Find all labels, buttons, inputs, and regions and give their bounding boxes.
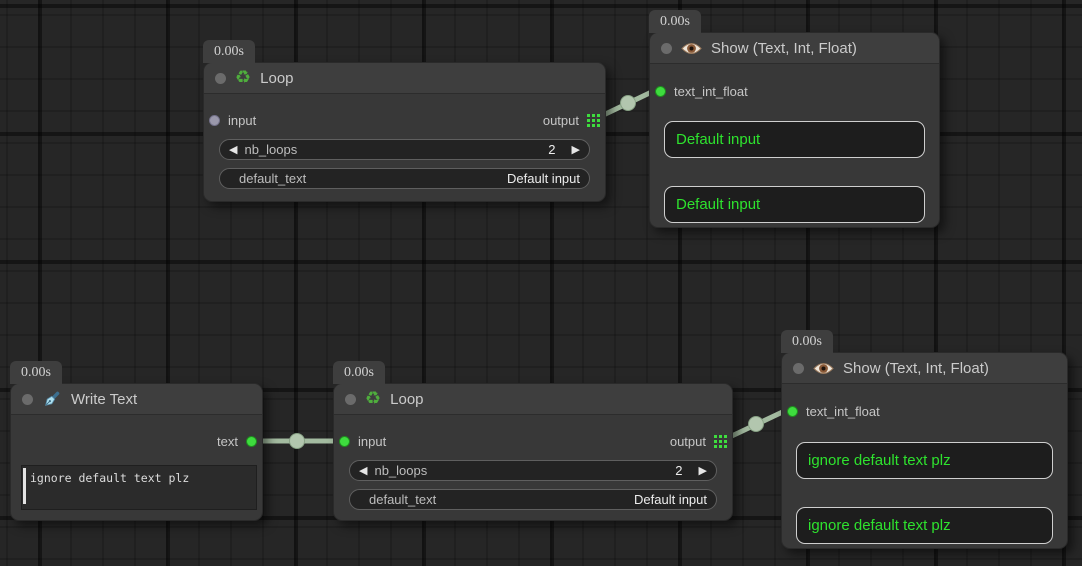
widget-label: nb_loops xyxy=(244,142,298,157)
execution-time-badge: 0.00s xyxy=(203,40,255,63)
decrement-arrow-icon[interactable]: ◀ xyxy=(359,464,368,477)
execution-time-badge: 0.00s xyxy=(333,361,385,384)
nb-loops-widget[interactable]: ◀ nb_loops 2 ▶ xyxy=(219,139,590,160)
widget-value: 2 xyxy=(548,142,556,157)
input-slot-dot[interactable] xyxy=(787,405,798,417)
input-slot[interactable]: text_int_float xyxy=(787,404,880,419)
widget-value: Default input xyxy=(634,492,707,507)
execution-time-badge: 0.00s xyxy=(10,361,62,384)
collapse-dot[interactable] xyxy=(793,362,804,374)
widget-value: Default input xyxy=(507,171,580,186)
collapse-dot[interactable] xyxy=(661,42,672,54)
pen-icon xyxy=(45,391,60,406)
node-title: Loop xyxy=(390,390,424,408)
node-show-top[interactable]: 0.00s Show (Text, Int, Float) text_int_f… xyxy=(649,10,940,228)
text-caret xyxy=(23,468,26,504)
input-slot[interactable]: text_int_float xyxy=(655,84,748,99)
multi-output-grid-icon[interactable] xyxy=(714,434,727,448)
slot-row: text_int_float xyxy=(650,80,939,102)
execution-time-badge: 0.00s xyxy=(649,10,701,33)
widget-label: nb_loops xyxy=(374,463,428,478)
output-slot[interactable]: output xyxy=(543,113,600,128)
link-midpoint-dot xyxy=(289,433,305,449)
node-loop-top[interactable]: 0.00s ♻ Loop input output ◀ nb_loops 2 ▶… xyxy=(203,40,606,202)
multi-output-grid-icon[interactable] xyxy=(587,113,600,127)
input-slot[interactable]: input xyxy=(339,434,386,449)
collapse-dot[interactable] xyxy=(215,72,226,84)
text-display-box[interactable]: ignore default text plz xyxy=(796,442,1053,479)
node-titlebar[interactable]: ♻ Loop xyxy=(204,63,605,94)
node-loop-bottom[interactable]: 0.00s ♻ Loop input output ◀ nb_loops 2 ▶… xyxy=(333,361,733,521)
collapse-dot[interactable] xyxy=(345,393,356,405)
input-slot-label: text_int_float xyxy=(806,403,880,419)
output-slot-label: output xyxy=(542,112,579,128)
default-text-widget[interactable]: default_text Default input xyxy=(349,489,717,510)
link-midpoint-dot xyxy=(620,95,636,111)
text-input-value: ignore default text plz xyxy=(30,471,190,485)
text-display-box[interactable]: Default input xyxy=(664,186,925,223)
text-display-box[interactable]: ignore default text plz xyxy=(796,507,1053,544)
slot-row: text_int_float xyxy=(782,400,1067,422)
input-slot-dot[interactable] xyxy=(655,85,666,97)
slot-row: input output xyxy=(334,430,732,452)
default-text-widget[interactable]: default_text Default input xyxy=(219,168,590,189)
node-title: Write Text xyxy=(71,390,138,408)
increment-arrow-icon[interactable]: ▶ xyxy=(698,464,707,477)
nb-loops-widget[interactable]: ◀ nb_loops 2 ▶ xyxy=(349,460,717,481)
node-titlebar[interactable]: Show (Text, Int, Float) xyxy=(782,353,1067,384)
input-slot-label: text_int_float xyxy=(674,83,748,99)
widget-label: default_text xyxy=(239,171,307,186)
node-title: Show (Text, Int, Float) xyxy=(843,359,989,377)
link-midpoint-dot xyxy=(748,416,764,432)
input-slot-label: input xyxy=(358,433,387,449)
widget-label: default_text xyxy=(369,492,437,507)
node-write-text[interactable]: 0.00s Write Text text ignore default tex… xyxy=(10,361,263,521)
node-titlebar[interactable]: Write Text xyxy=(11,384,262,415)
node-titlebar[interactable]: Show (Text, Int, Float) xyxy=(650,33,939,64)
text-display-box[interactable]: Default input xyxy=(664,121,925,158)
text-input-area[interactable]: ignore default text plz xyxy=(21,465,257,510)
output-slot[interactable]: text xyxy=(11,431,262,451)
eye-icon xyxy=(813,362,834,374)
execution-time-badge: 0.00s xyxy=(781,330,833,353)
input-slot-dot[interactable] xyxy=(339,435,350,447)
decrement-arrow-icon[interactable]: ◀ xyxy=(229,143,238,156)
output-slot[interactable]: output xyxy=(670,434,727,449)
input-slot[interactable]: input xyxy=(209,113,256,128)
collapse-dot[interactable] xyxy=(22,393,33,405)
output-slot-label: output xyxy=(669,433,706,449)
eye-icon xyxy=(681,42,702,54)
increment-arrow-icon[interactable]: ▶ xyxy=(571,143,580,156)
input-slot-dot[interactable] xyxy=(209,114,220,126)
output-slot-label: text xyxy=(217,433,238,449)
widget-value: 2 xyxy=(675,463,683,478)
slot-row: input output xyxy=(204,109,605,131)
input-slot-label: input xyxy=(228,112,257,128)
node-title: Loop xyxy=(260,69,294,87)
node-show-bottom[interactable]: 0.00s Show (Text, Int, Float) text_int_f… xyxy=(781,330,1068,549)
node-titlebar[interactable]: ♻ Loop xyxy=(334,384,732,415)
recycle-icon: ♻ xyxy=(235,67,252,88)
output-slot-dot[interactable] xyxy=(246,435,257,447)
recycle-icon: ♻ xyxy=(365,388,382,409)
node-title: Show (Text, Int, Float) xyxy=(711,39,857,57)
